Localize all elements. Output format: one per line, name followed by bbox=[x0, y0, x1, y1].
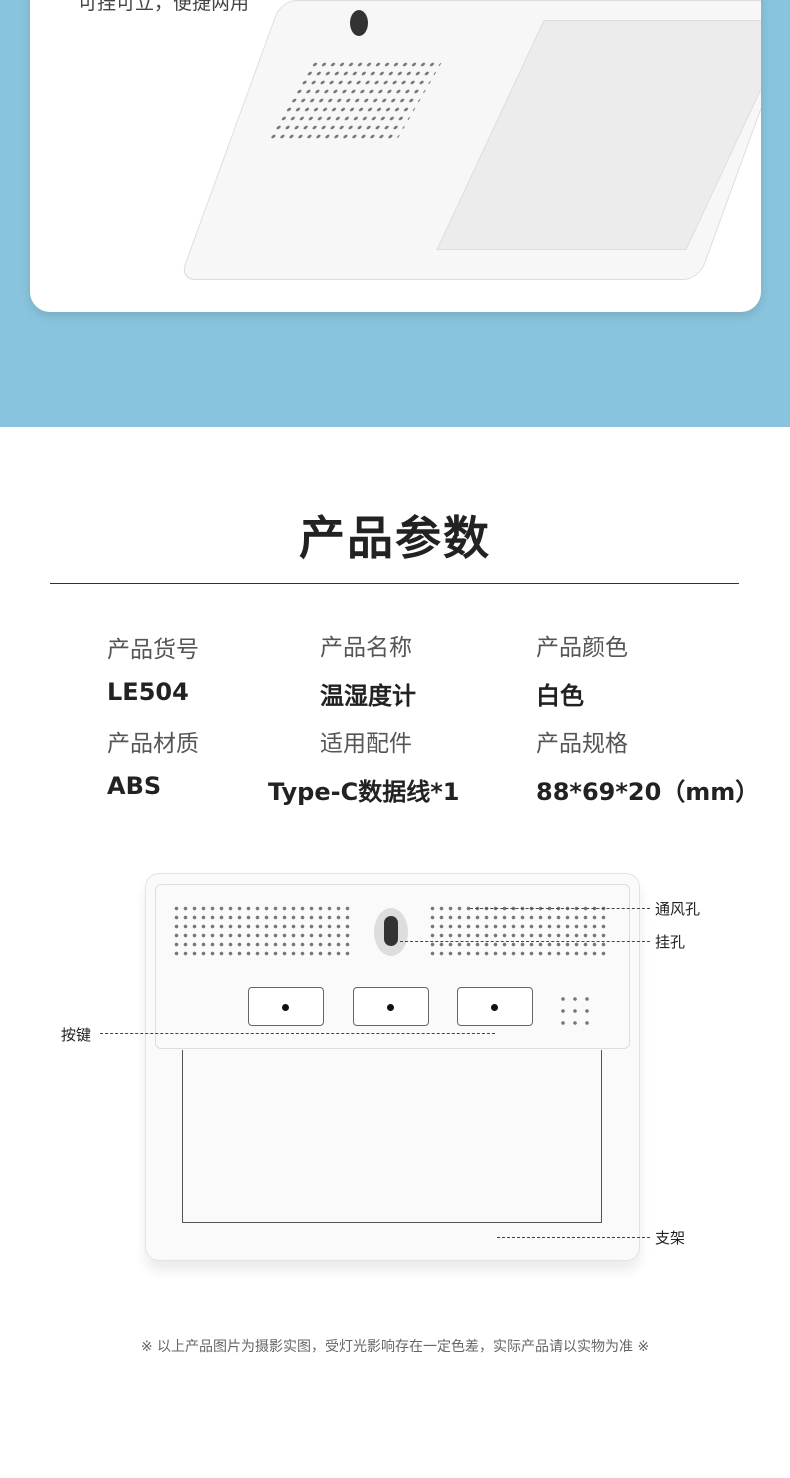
button-3 bbox=[457, 987, 533, 1026]
label-hang-hole: 挂孔 bbox=[655, 933, 686, 951]
vent-left bbox=[172, 904, 352, 960]
section-title: 产品参数 bbox=[299, 511, 491, 565]
hero-card: 可挂可立，便捷两用 bbox=[30, 0, 761, 312]
spec-name: 产品名称温湿度计 bbox=[320, 635, 416, 710]
footer-note: ※ 以上产品图片为摄影实图，受灯光影响存在一定色差，实际产品请以实物为准 ※ bbox=[140, 1339, 650, 1355]
vent-right bbox=[428, 904, 608, 960]
button-2 bbox=[353, 987, 429, 1026]
speaker-grill bbox=[557, 993, 597, 1033]
stand bbox=[182, 1050, 602, 1223]
product-photo bbox=[179, 0, 761, 312]
button-1 bbox=[248, 987, 324, 1026]
label-vent: 通风孔 bbox=[655, 900, 701, 918]
divider bbox=[50, 583, 739, 584]
label-buttons: 按键 bbox=[61, 1026, 92, 1044]
hang-hole bbox=[374, 908, 408, 956]
spec-color: 产品颜色白色 bbox=[536, 635, 628, 710]
hero-tagline: 可挂可立，便捷两用 bbox=[78, 0, 250, 14]
label-stand: 支架 bbox=[655, 1229, 686, 1247]
